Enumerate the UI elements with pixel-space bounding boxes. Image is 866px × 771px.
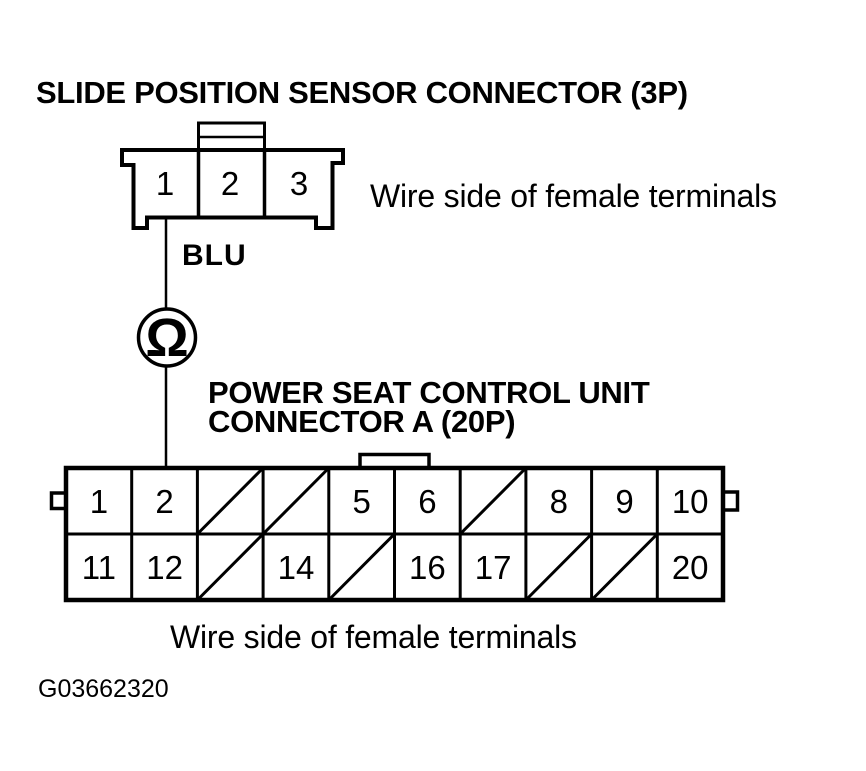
pin-20p-9: 9 — [615, 483, 633, 520]
connector-20p-title-line1: POWER SEAT CONTROL UNIT — [208, 375, 650, 410]
pin-20p-1: 1 — [90, 483, 108, 520]
slash-pin-19 — [590, 532, 659, 602]
wire-color-label: BLU — [182, 239, 247, 272]
pin-20p-2: 2 — [155, 483, 173, 520]
pin-20p-16: 16 — [409, 549, 446, 586]
pin-3p-2: 2 — [221, 165, 239, 202]
pin-3p-3: 3 — [290, 165, 308, 202]
pin-20p-8: 8 — [550, 483, 568, 520]
pin-20p-17: 17 — [475, 549, 512, 586]
pin-20p-12: 12 — [146, 549, 183, 586]
pin-20p-11: 11 — [82, 549, 116, 586]
pin-20p-10: 10 — [672, 483, 709, 520]
slash-pin-7 — [459, 466, 527, 536]
diagram-title: SLIDE POSITION SENSOR CONNECTOR (3P) — [36, 75, 688, 110]
connector-3p-housing — [120, 148, 345, 230]
connector-20p-right-tab — [723, 490, 740, 512]
wire-side-note-20p: Wire side of female terminals — [170, 619, 577, 655]
slash-pin-4 — [262, 466, 330, 536]
slash-pin-13 — [196, 532, 265, 602]
slash-pin-18 — [524, 532, 593, 602]
pin-20p-20: 20 — [672, 549, 709, 586]
connector-3p: 1 2 3 — [120, 121, 345, 230]
wire-side-note-3p: Wire side of female terminals — [370, 178, 777, 214]
connector-20p-left-tab — [49, 491, 66, 511]
connector-20p-lock-tab — [358, 452, 431, 468]
ohmmeter-symbol-icon: Ω — [145, 308, 188, 368]
slash-pin-15 — [327, 532, 396, 602]
pin-20p-14: 14 — [278, 549, 315, 586]
connector-20p: 1 2 5 6 8 9 10 11 12 14 16 17 20 — [49, 452, 740, 603]
test-circuit: BLU Ω — [136, 219, 247, 468]
figure-id: G03662320 — [38, 675, 169, 703]
pin-20p-5: 5 — [353, 483, 371, 520]
connector-20p-title-line2: CONNECTOR A (20P) — [208, 404, 515, 439]
pin-20p-6: 6 — [418, 483, 436, 520]
pin-3p-1: 1 — [156, 165, 174, 202]
slash-pin-3 — [196, 466, 265, 536]
